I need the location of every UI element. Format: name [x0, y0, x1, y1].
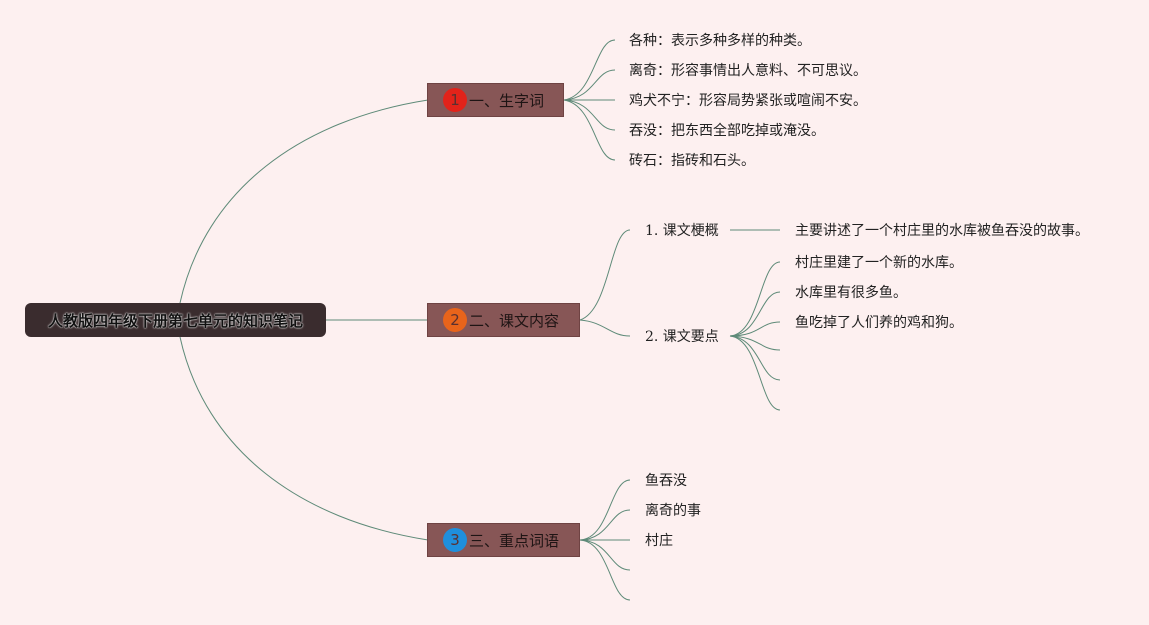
- vocab-item[interactable]: 离奇：形容事情出人意料、不可思议。: [629, 63, 867, 79]
- key-word-item[interactable]: 鱼吞没: [645, 473, 687, 489]
- subtopic-key-points[interactable]: 2. 课文要点: [645, 328, 719, 346]
- connector-sub2-leaf1: [729, 261, 781, 337]
- key-point-item[interactable]: 村庄里建了一个新的水库。: [795, 255, 963, 271]
- connector-b2-sub2: [579, 319, 631, 337]
- connector-b3-leaf5: [579, 539, 631, 601]
- vocab-item[interactable]: 吞没：把东西全部吃掉或淹没。: [629, 123, 825, 139]
- vocab-item[interactable]: 鸡犬不宁：形容局势紧张或喧闹不安。: [629, 93, 867, 109]
- branch-key-words-label: 三、重点词语: [469, 531, 560, 550]
- connector-sub2-leaf5: [729, 335, 781, 381]
- number-badge-2: 2: [443, 308, 467, 332]
- subtopic-summary[interactable]: 1. 课文梗概: [645, 222, 719, 240]
- number-badge-1: 1: [443, 88, 467, 112]
- connector-b1-leaf1: [563, 39, 616, 101]
- connector-root-branch1: [179, 99, 429, 304]
- branch-vocabulary[interactable]: 1 一、生字词: [427, 83, 564, 117]
- key-word-item[interactable]: 离奇的事: [645, 503, 701, 519]
- connector-b2-sub1: [579, 229, 631, 321]
- root-topic-label: 人教版四年级下册第七单元的知识笔记: [47, 311, 303, 330]
- branch-key-words[interactable]: 3 三、重点词语: [427, 523, 580, 557]
- root-topic[interactable]: 人教版四年级下册第七单元的知识笔记: [25, 303, 326, 337]
- connector-b3-leaf2: [579, 509, 631, 541]
- vocab-item[interactable]: 各种：表示多种多样的种类。: [629, 33, 811, 49]
- connector-b1-leaf2: [563, 69, 616, 101]
- connector-sub2-leaf2: [729, 291, 781, 337]
- branch-text-content[interactable]: 2 二、课文内容: [427, 303, 580, 337]
- number-badge-3: 3: [443, 528, 467, 552]
- subtopic-summary-label: 1. 课文梗概: [645, 223, 719, 239]
- subtopic-key-points-label: 2. 课文要点: [645, 329, 719, 345]
- connector-sub2-leaf6: [729, 335, 781, 411]
- connector-b1-leaf4: [563, 99, 616, 131]
- connector-sub2-leaf4: [729, 335, 781, 351]
- connector-b1-leaf5: [563, 99, 616, 161]
- key-point-item[interactable]: 水库里有很多鱼。: [795, 285, 907, 301]
- summary-item[interactable]: 主要讲述了一个村庄里的水库被鱼吞没的故事。: [795, 223, 1089, 239]
- key-word-item[interactable]: 村庄: [645, 533, 673, 549]
- branch-text-content-label: 二、课文内容: [469, 311, 560, 330]
- connector-sub2-leaf3: [729, 321, 781, 337]
- connector-b3-leaf1: [579, 479, 631, 541]
- branch-vocabulary-label: 一、生字词: [469, 91, 545, 110]
- connector-b3-leaf4: [579, 539, 631, 571]
- key-point-item[interactable]: 鱼吃掉了人们养的鸡和狗。: [795, 315, 963, 331]
- vocab-item[interactable]: 砖石：指砖和石头。: [629, 153, 755, 169]
- connector-root-branch3: [179, 336, 429, 541]
